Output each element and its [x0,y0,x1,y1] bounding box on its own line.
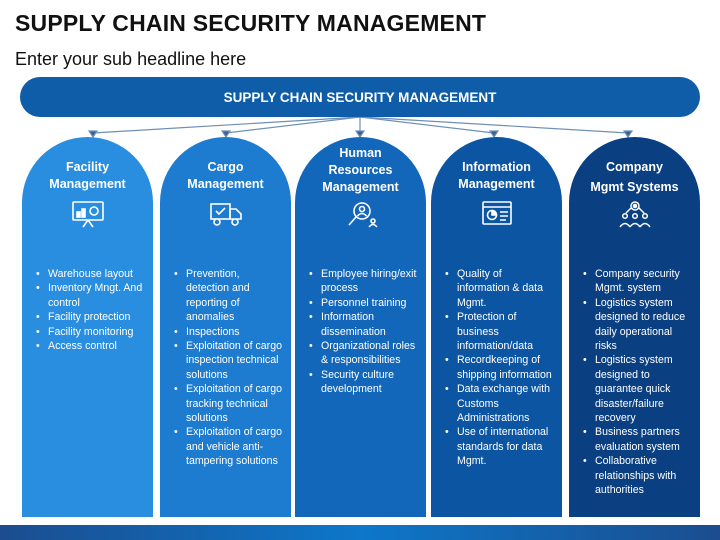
title-line: Information [462,160,531,174]
title-line: Management [322,180,399,194]
list-item: Logistics system designed to guarantee q… [579,353,692,425]
column-body: Quality of information & data Mgmt. Prot… [431,257,562,517]
column-body: Prevention, detection and reporting of a… [160,257,291,517]
bullet-list: Company security Mgmt. system Logistics … [579,267,692,498]
column-title: Facility Management [22,159,153,193]
title-line: Cargo [207,160,244,174]
column-human-resources-management: Human Resources Management Employee hiri… [295,137,426,517]
list-item: Security culture development [305,368,418,397]
page-subtitle: Enter your sub headline here [15,49,247,69]
column-body: Company security Mgmt. system Logistics … [569,257,700,517]
column-title: Information Management [431,159,562,193]
list-item: Collaborative relationships with authori… [579,454,692,497]
title-line: Management [49,177,126,191]
list-item: Quality of information & data Mgmt. [441,267,554,310]
people-search-icon [347,202,378,228]
column-information-management: Information Management Quality of inform… [431,137,562,517]
list-item: Facility protection [32,310,145,325]
title-line: Management [458,177,535,191]
bullet-list: Warehouse layout Inventory Mngt. And con… [32,267,145,354]
page-title: SUPPLY CHAIN SECURITY MANAGEMENT [15,10,487,36]
list-item: Employee hiring/exit process [305,267,418,296]
list-item: Facility monitoring [32,325,145,340]
title-line: Human [339,146,382,160]
column-header: Facility Management [22,137,153,257]
presentation-board-icon [71,201,104,228]
delivery-truck-icon [209,203,242,226]
banner-text: SUPPLY CHAIN SECURITY MANAGEMENT [223,89,497,105]
column-body: Employee hiring/exit process Personnel t… [295,257,426,517]
column-header: Human Resources Management [295,137,426,257]
bullet-list: Quality of information & data Mgmt. Prot… [441,267,554,469]
list-item: Information dissemination [305,310,418,339]
list-item: Recordkeeping of shipping information [441,353,554,382]
title-line: Mgmt Systems [590,180,679,194]
title-line: Management [187,177,264,191]
column-header: Company Mgmt Systems [569,137,700,257]
list-item: Exploitation of cargo and vehicle anti-t… [170,425,283,468]
column-body: Warehouse layout Inventory Mngt. And con… [22,257,153,517]
column-header: Information Management [431,137,562,257]
list-item: Organizational roles & responsibilities [305,339,418,368]
title-line: Company [606,160,663,174]
column-title: Human Resources Management [295,145,426,196]
list-item: Exploitation of cargo tracking technical… [170,382,283,425]
team-network-icon [618,201,651,228]
list-item: Logistics system designed to reduce dail… [579,296,692,354]
list-item: Use of international standards for data … [441,425,554,468]
bullet-list: Employee hiring/exit process Personnel t… [305,267,418,397]
column-header: Cargo Management [160,137,291,257]
footer-bar [0,525,720,540]
column-title: Cargo Management [160,159,291,193]
list-item: Data exchange with Customs Administratio… [441,382,554,425]
list-item: Protection of business information/data [441,310,554,353]
list-item: Inventory Mngt. And control [32,281,145,310]
list-item: Warehouse layout [32,267,145,282]
list-item: Business partners evaluation system [579,425,692,454]
column-company-mgmt-systems: Company Mgmt Systems Company security Mg… [569,137,700,517]
list-item: Access control [32,339,145,354]
list-item: Inspections [170,325,283,340]
bullet-list: Prevention, detection and reporting of a… [170,267,283,469]
list-item: Exploitation of cargo inspection technic… [170,339,283,382]
column-cargo-management: Cargo Management Prevention, detection a… [160,137,291,517]
title-line: Resources [328,163,393,177]
main-banner: SUPPLY CHAIN SECURITY MANAGEMENT [20,77,700,117]
list-item: Prevention, detection and reporting of a… [170,267,283,325]
title-line: Facility [65,160,110,174]
column-facility-management: Facility Management Warehouse layout Inv… [22,137,153,517]
data-report-icon [481,201,512,225]
column-title: Company Mgmt Systems [569,157,700,197]
list-item: Company security Mgmt. system [579,267,692,296]
list-item: Personnel training [305,296,418,311]
